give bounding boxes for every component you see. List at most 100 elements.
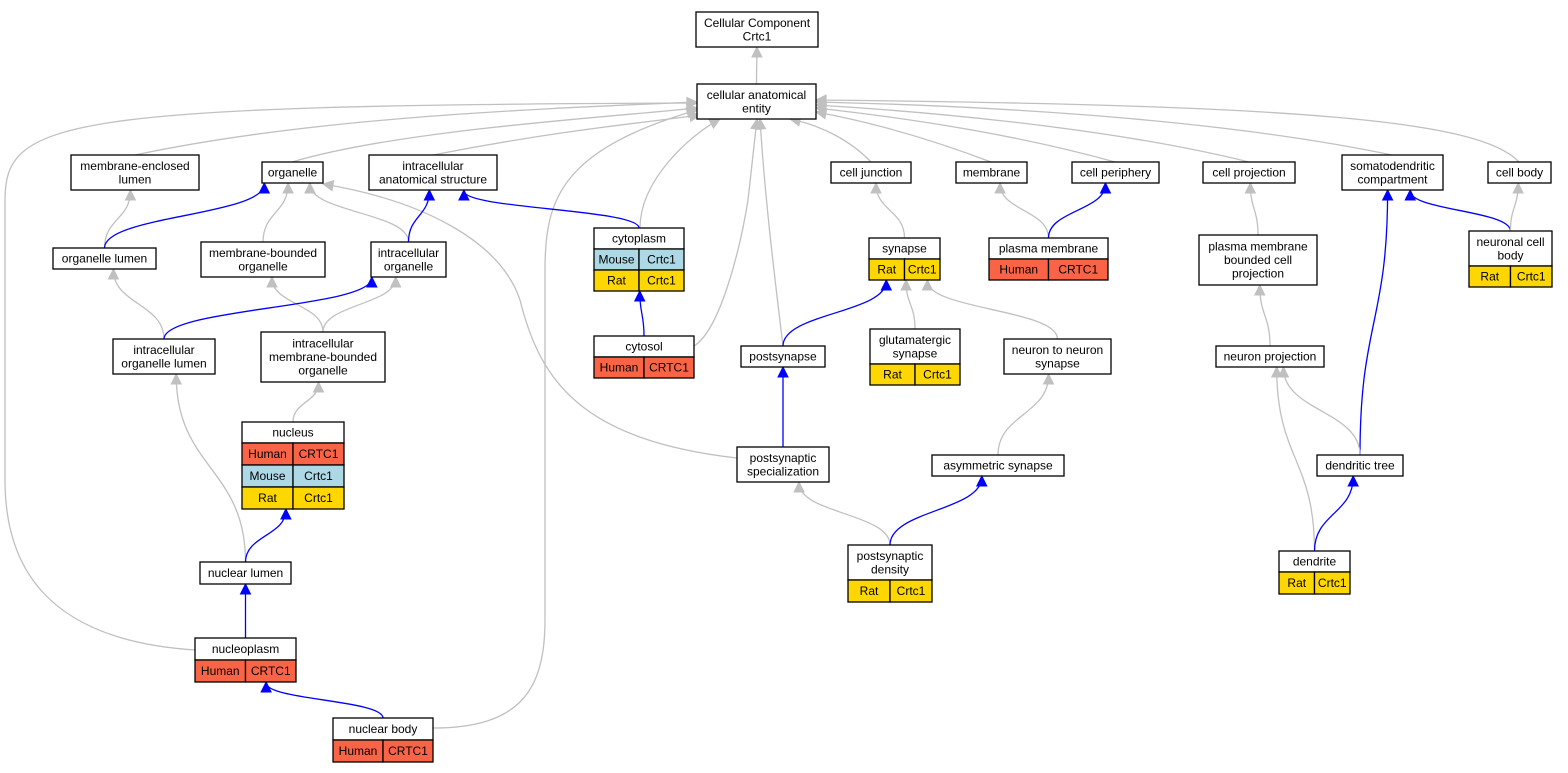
node-box [1341,154,1444,191]
gene-label: Crtc1 [304,491,333,505]
node-label: nucleoplasm [212,642,279,656]
gene-label: Crtc1 [1318,576,1347,590]
edge-nuclumen-to-iol [175,374,247,563]
gene-label: Crtc1 [647,253,676,267]
arrow-head [1042,372,1055,385]
node-celljunc[interactable]: cell junction [830,161,912,184]
arrow-head [633,289,646,302]
arrow-head [975,474,988,487]
node-box [199,561,292,585]
node-label: cytosol [625,340,662,354]
node-label: dendrite [1293,555,1337,569]
arrow-head [685,107,699,119]
node-label: intracellular [133,343,194,357]
node-label: asymmetric synapse [943,459,1053,473]
edge-iol-to-intorg [163,277,373,340]
edge-cytoplasm-to-cae [639,118,721,229]
node-neuproj[interactable]: neuron projection [1215,345,1325,368]
arrow-head [754,117,767,130]
node-nuclumen[interactable]: nuclear lumen [199,561,292,585]
gene-label: CRTC1 [299,447,339,461]
node-membrane[interactable]: membrane [955,161,1028,184]
arrow-head [686,97,699,109]
edge-iol-to-orglumen [112,269,165,340]
node-cellproj[interactable]: cell projection [1202,161,1296,184]
node-orglumen[interactable]: organelle lumen [52,247,157,270]
gene-cell [638,269,685,292]
node-box [869,328,961,365]
arrow-head [458,188,470,201]
edge-cytosol-to-cae [693,118,758,347]
node-label: nucleus [272,426,313,440]
node-cellbody[interactable]: cell body [1487,161,1552,184]
node-box [740,345,826,368]
node-label: body [1497,248,1523,262]
node-box [695,11,819,48]
edge-nucleoplasm-to-cae [4,102,698,651]
node-label: intracellular [402,159,463,173]
arrow-head [1404,188,1417,201]
gene-label: Crtc1 [897,584,926,598]
node-label: cell junction [840,166,903,180]
gene-cell [903,258,941,281]
edge-dendrite-to-neuproj [1276,367,1316,552]
arrow-head [266,275,278,288]
species-label: Human [600,361,639,375]
edge-nucbody-to-cae [432,109,698,729]
edge-imbo-to-mbo [271,277,324,333]
edge-cytoplasm-to-ias [463,190,640,229]
species-label: Human [339,744,378,758]
gene-cell [889,579,933,603]
node-organelle[interactable]: organelle [261,161,324,184]
node-label: membrane-enclosed [80,159,189,173]
edge-somato-to-cae [815,101,1393,156]
node-dentree[interactable]: dendritic tree [1316,454,1404,477]
edge-nuclumen-to-nucleus [244,509,287,563]
edge-celljunc-to-cae [789,118,872,163]
node-asymsyn[interactable]: asymmetric synapse [931,454,1065,477]
node-box [368,154,498,191]
arrow-head [258,181,271,194]
node-postsyn[interactable]: postsynapse [740,345,826,368]
node-label: anatomical structure [379,172,487,186]
node-label: membrane-bounded [269,350,377,364]
edge-cellbody-to-cae [815,99,1520,163]
node-label: Crtc1 [743,29,772,43]
arrow-head [282,181,294,194]
arrow-head [170,372,183,385]
edge-asymsyn-to-n2n [997,374,1050,456]
node-label: organelle lumen [62,252,147,266]
arrow-head [777,365,789,378]
edge-nucbody-to-nucleoplasm [265,682,384,719]
node-label: intracellular [292,337,353,351]
node-cellper[interactable]: cell periphery [1071,161,1160,184]
gene-label: CRTC1 [251,664,291,678]
edge-intorg-to-organelle [309,183,410,243]
edge-membrane-to-cae [815,111,992,163]
gene-cell [1047,258,1109,281]
arrow-head [280,507,292,520]
